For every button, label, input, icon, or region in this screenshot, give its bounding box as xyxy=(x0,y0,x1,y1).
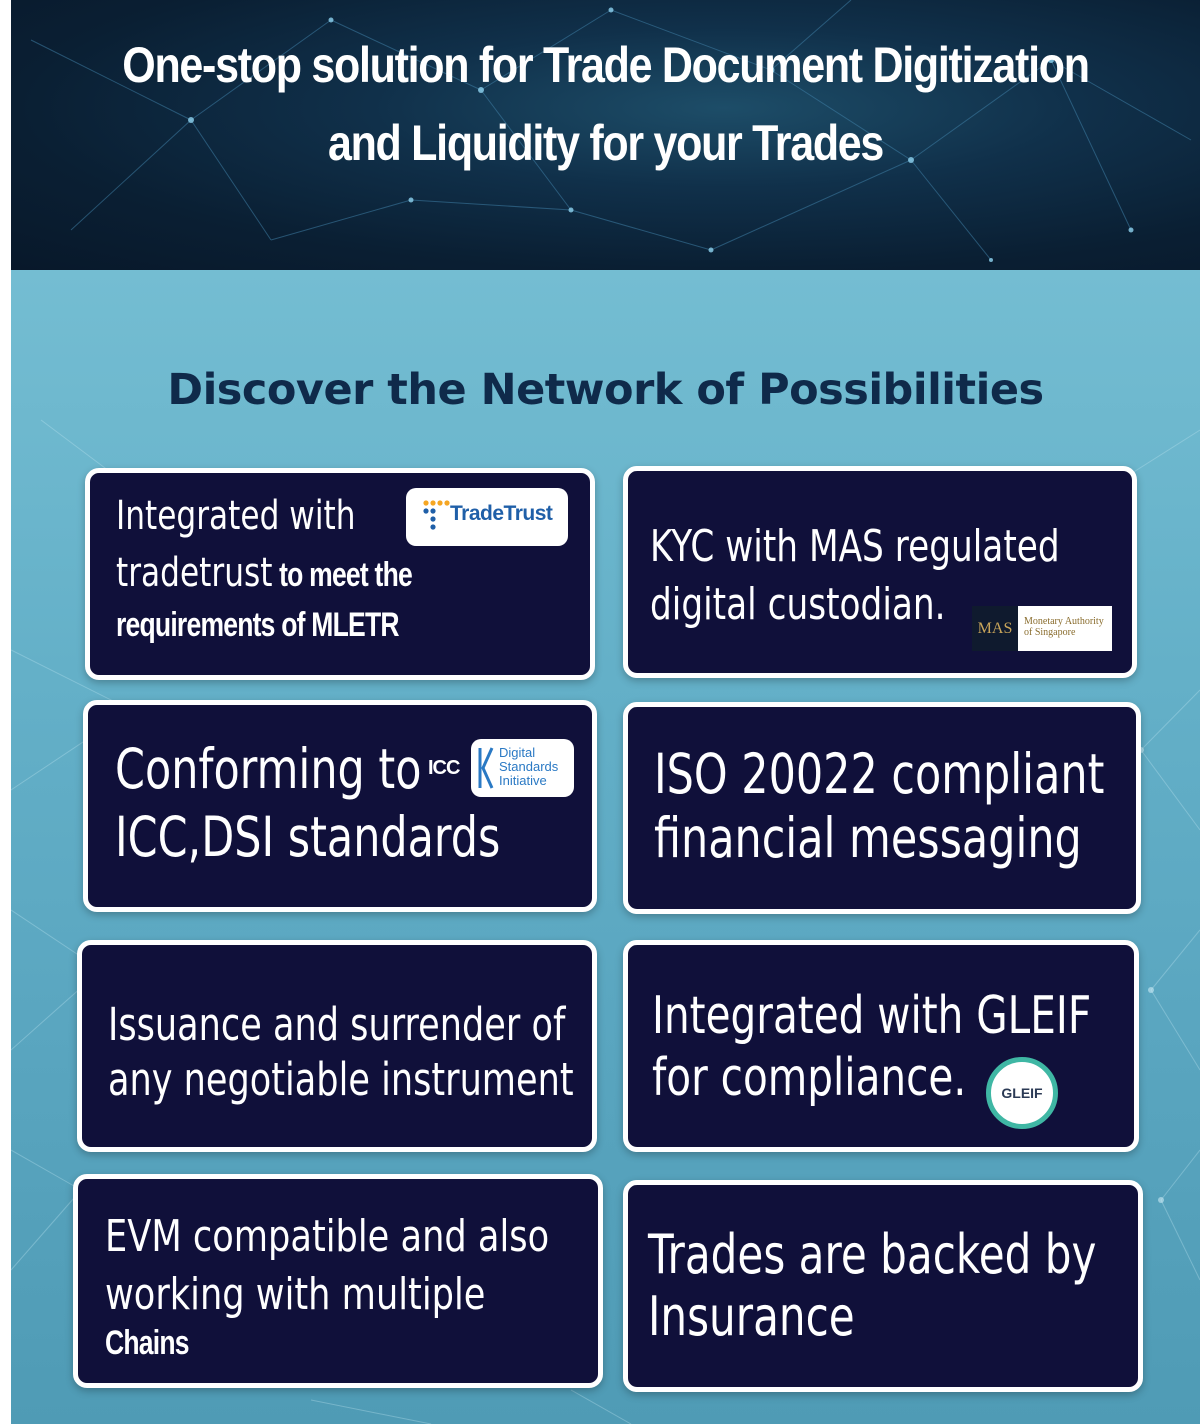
card-text-line: any negotiable instrument xyxy=(108,1053,574,1106)
card-text-line: for compliance. xyxy=(652,1048,967,1108)
card-issuance: Issuance and surrender of any negotiable… xyxy=(77,940,597,1152)
card-text-line: requirements of MLETR xyxy=(116,606,400,644)
card-text-line: KYC with MAS regulated xyxy=(650,521,1060,572)
card-text-suffix: to meet the xyxy=(272,556,413,594)
gleif-logo: GLEIF xyxy=(986,1057,1058,1129)
dsi-text-line2: Standards xyxy=(499,759,559,774)
hero-banner: One-stop solution for Trade Document Dig… xyxy=(11,0,1200,270)
dsi-logo: Digital Standards Initiative xyxy=(471,739,574,797)
tradetrust-logo: TradeTrust xyxy=(406,488,568,546)
card-text-line: Integrated with GLEIF xyxy=(652,986,1092,1046)
card-text-line: Insurance xyxy=(648,1285,855,1348)
dsi-icon xyxy=(478,747,494,789)
card-text-line: ISO 20022 compliant xyxy=(654,742,1105,806)
section-title: Discover the Network of Possibilities xyxy=(167,365,1044,415)
dsi-text-line3: Initiative xyxy=(499,773,547,788)
tradetrust-icon xyxy=(423,500,450,530)
mas-name-line1: Monetary Authority xyxy=(1024,616,1104,627)
card-text-tradetrust: tradetrust xyxy=(116,550,273,596)
card-evm: EVM compatible and also working with mul… xyxy=(73,1174,603,1388)
infographic: One-stop solution for Trade Document Dig… xyxy=(11,0,1200,1424)
mas-name-line2: of Singapore xyxy=(1024,627,1076,638)
dsi-text-line1: Digital xyxy=(499,745,536,760)
network-background xyxy=(30,0,1192,262)
card-text-line: Conforming to xyxy=(115,737,422,801)
dsi-text: Digital Standards Initiative xyxy=(499,746,558,788)
hero-title: One-stop solution for Trade Document Dig… xyxy=(94,26,1117,182)
card-gleif: Integrated with GLEIF for compliance. GL… xyxy=(623,940,1139,1152)
card-kyc-mas: KYC with MAS regulated digital custodian… xyxy=(623,466,1137,678)
card-iso-20022: ISO 20022 compliant financial messaging xyxy=(623,702,1141,914)
card-icc-dsi: Conforming to ICC,DSI standards ICC Digi… xyxy=(83,700,597,912)
card-text-line: ICC,DSI standards xyxy=(115,805,501,869)
card-text-line: EVM compatible and also xyxy=(105,1211,550,1262)
card-text-line: working with multiple xyxy=(105,1269,486,1320)
hero-title-line2: and Liquidity for your Trades xyxy=(327,115,884,171)
card-text-line: Integrated with xyxy=(116,493,356,539)
icc-logo-text: ICC xyxy=(428,757,460,779)
card-text-line: tradetrust to meet the xyxy=(116,548,413,600)
hero-title-line1: One-stop solution for Trade Document Dig… xyxy=(122,37,1090,93)
card-tradetrust: Integrated with tradetrust to meet the r… xyxy=(85,468,595,680)
gleif-logo-text: GLEIF xyxy=(1001,1085,1043,1101)
card-text-line: Chains xyxy=(105,1324,190,1362)
mas-emblem: MAS xyxy=(972,606,1018,651)
card-text-line: Issuance and surrender of xyxy=(108,998,566,1051)
tradetrust-logo-text: TradeTrust xyxy=(450,502,553,525)
card-text-line: financial messaging xyxy=(654,806,1082,870)
card-text-line: digital custodian. xyxy=(650,579,946,630)
content-panel: Discover the Network of Possibilities In… xyxy=(11,270,1200,1424)
card-insurance: Trades are backed by Insurance xyxy=(623,1180,1143,1392)
mas-mark: MAS xyxy=(977,619,1013,637)
card-text-line: Trades are backed by xyxy=(648,1223,1097,1286)
mas-name: Monetary Authority of Singapore xyxy=(1024,616,1104,638)
mas-logo: MAS Monetary Authority of Singapore xyxy=(972,606,1112,651)
